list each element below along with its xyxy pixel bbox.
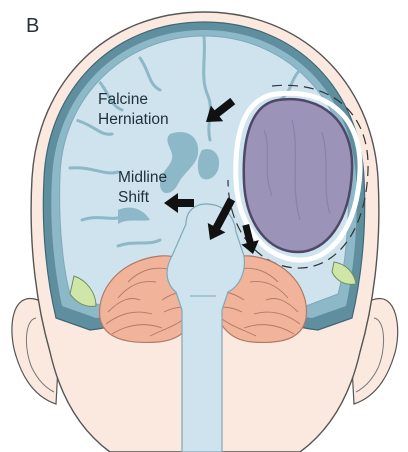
midline-label-line1: Midline bbox=[118, 169, 167, 186]
hematoma bbox=[244, 99, 352, 252]
panel-letter: B bbox=[26, 15, 39, 37]
falcine-label-line1: Falcine bbox=[98, 91, 148, 108]
midline-label-line2: Shift bbox=[118, 189, 150, 206]
falcine-label-line2: Herniation bbox=[98, 111, 169, 128]
